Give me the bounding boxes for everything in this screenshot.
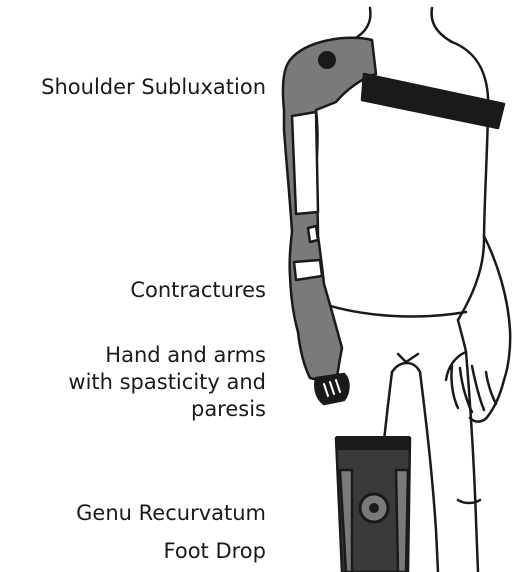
- shoulder-strap: [362, 74, 504, 128]
- free-arm-inner-outline: [458, 320, 466, 352]
- shoulder-button: [318, 51, 336, 69]
- neck-left-outline: [352, 8, 370, 40]
- arm-sleeve-lower: [294, 260, 322, 280]
- crotch-outline: [392, 363, 420, 372]
- knee-mark: [458, 500, 480, 503]
- elbow-hinge: [308, 226, 318, 242]
- inner-leg-right-outline: [420, 372, 438, 572]
- neck-right-outline: [432, 8, 452, 42]
- free-hand-outline: [446, 352, 504, 422]
- torso-right-outline: [452, 42, 488, 320]
- free-arm-outline: [484, 236, 510, 380]
- arm-sleeve-upper: [292, 112, 318, 214]
- knee-brace-top-strap: [336, 436, 410, 450]
- groin-crease: [398, 354, 418, 362]
- knee-brace-hinge-right: [396, 470, 408, 572]
- knee-hinge-pin: [369, 503, 379, 513]
- shirt-hem-outline: [312, 300, 466, 316]
